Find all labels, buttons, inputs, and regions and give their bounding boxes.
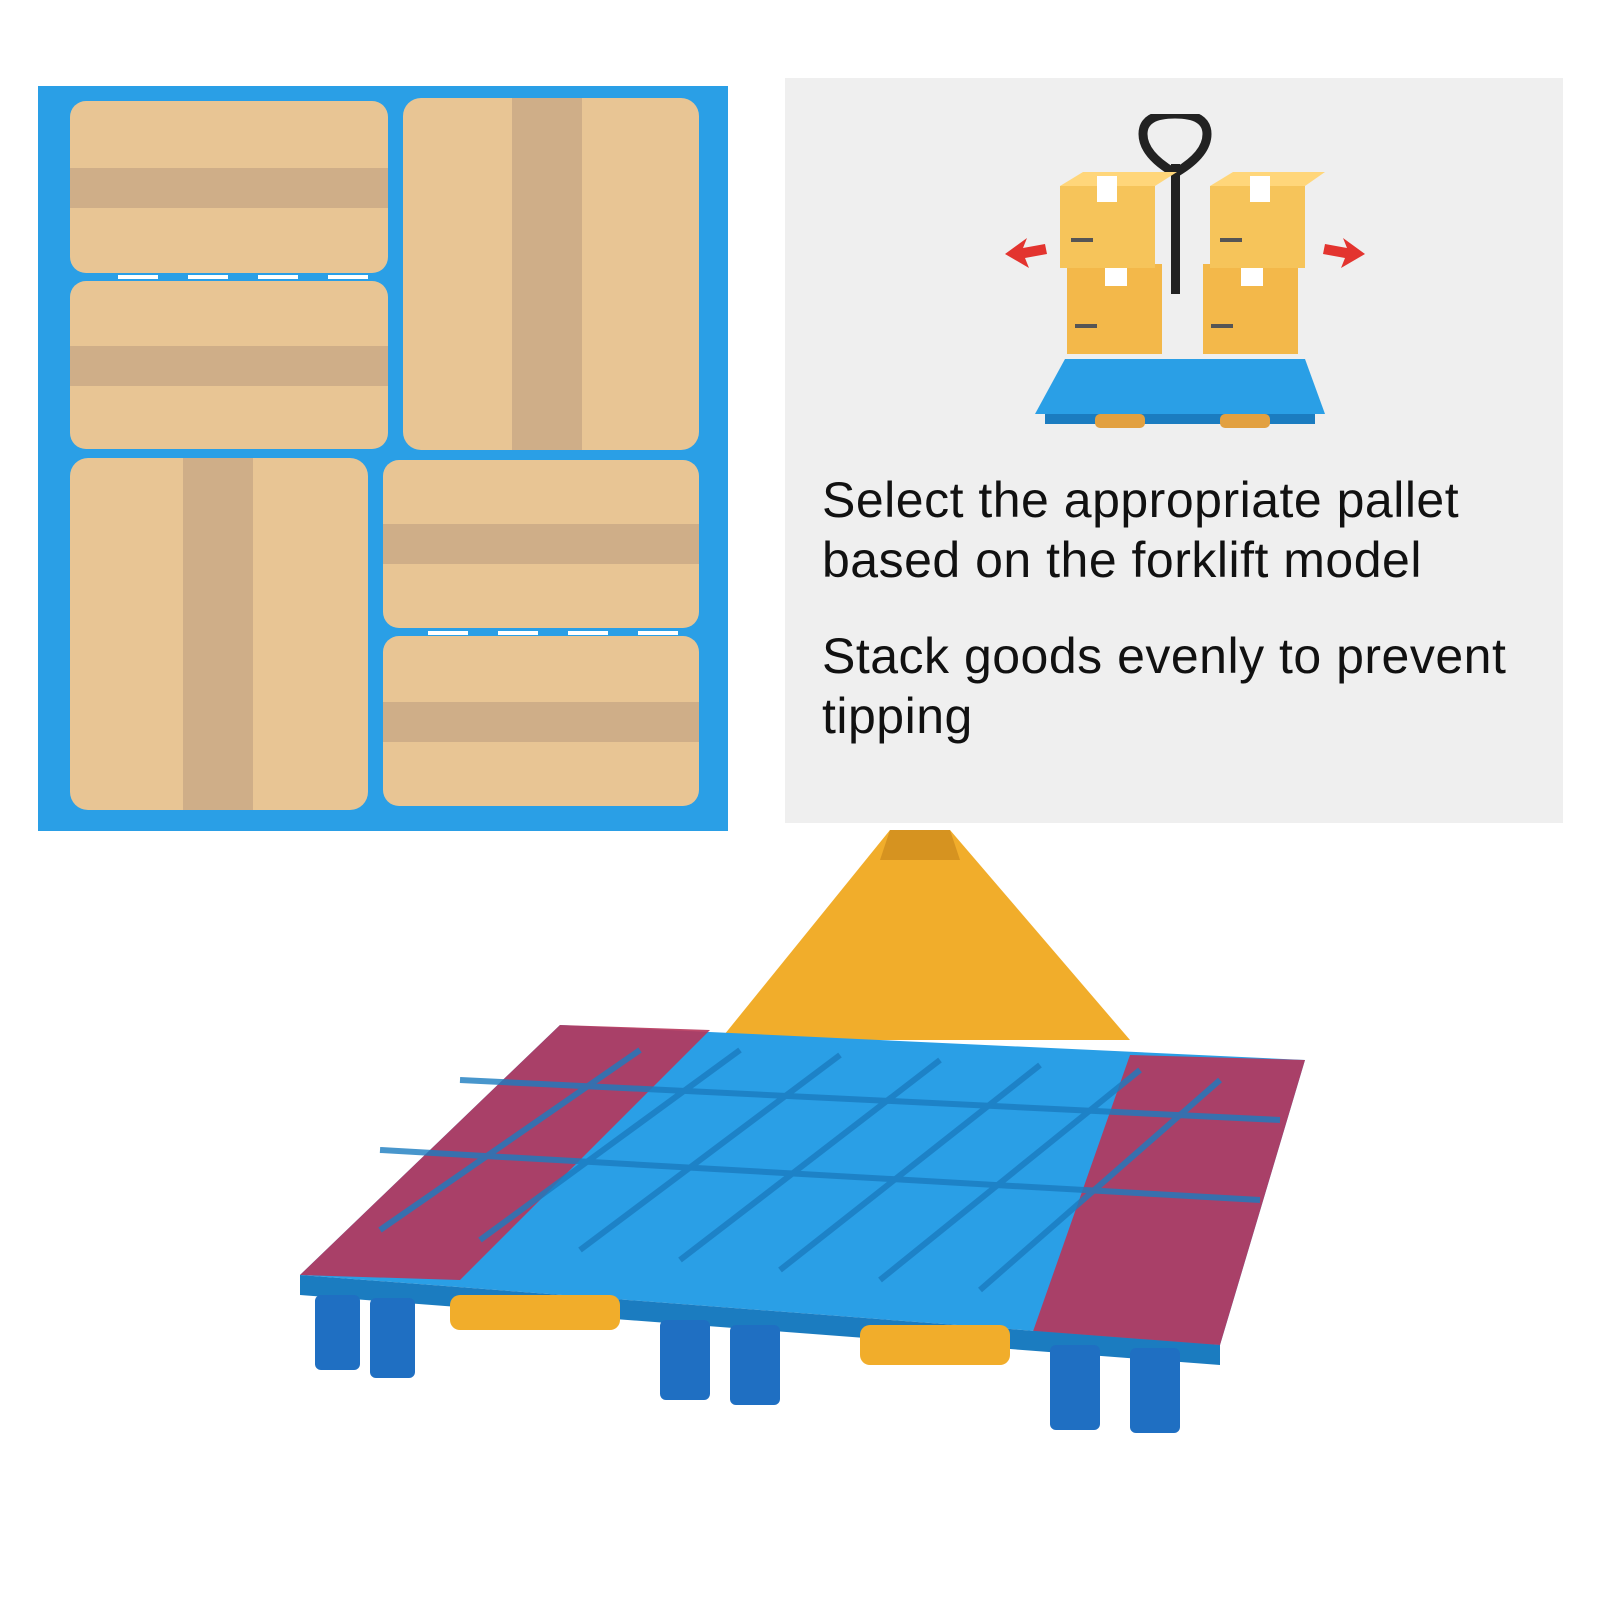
carton-box-icon	[383, 636, 699, 806]
spread-arrow-icon	[1005, 238, 1047, 268]
carton-box-icon	[70, 101, 388, 273]
tip-select-pallet: Select the appropriate pallet based on t…	[822, 472, 1460, 588]
pallet-end-zone-right	[1030, 1055, 1305, 1345]
carton-box-icon	[70, 281, 388, 449]
carton-box-icon	[1210, 172, 1325, 268]
carton-box-icon	[1203, 264, 1298, 354]
carton-box-icon	[70, 458, 368, 810]
info-panel: Select the appropriate pallet based on t…	[785, 78, 1563, 823]
pallet-gaps	[118, 275, 678, 635]
fork-left	[450, 1295, 620, 1330]
pallet-top-view	[38, 86, 728, 831]
pallet-jack-icon	[1005, 109, 1365, 434]
pallet-on-jack-scene	[260, 820, 1320, 1460]
pallet-top-view-illustration	[38, 86, 728, 831]
pallet-legs	[315, 1295, 1180, 1433]
pallet-on-jack-illustration	[300, 830, 1305, 1433]
pallet-lattice	[378, 1047, 1281, 1293]
carton-box-icon	[1060, 172, 1177, 268]
spread-arrow-icon	[1323, 238, 1365, 268]
pallet-jack-body	[720, 830, 1130, 1040]
carton-box-icon	[1067, 264, 1162, 354]
fork-right	[860, 1325, 1010, 1365]
carton-box-icon	[383, 460, 699, 628]
carton-box-icon	[403, 98, 699, 450]
tip-stack-evenly: Stack goods evenly to prevent tipping	[822, 628, 1507, 744]
